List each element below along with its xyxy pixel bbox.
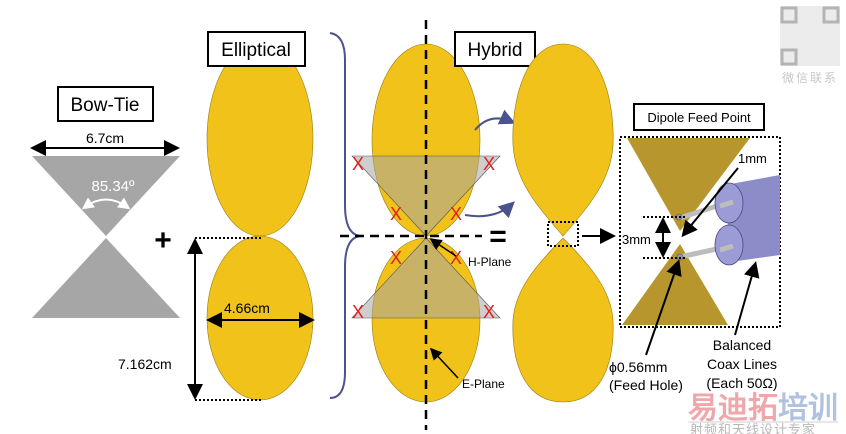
x-mark: X	[352, 302, 364, 322]
brand-blue-text: 培训	[778, 391, 838, 425]
gap-1mm-label: 1mm	[738, 151, 767, 166]
coax-label-line2: Coax Lines	[707, 356, 777, 372]
coax-center-conductor	[719, 199, 734, 209]
ellipse-height-label: 7.162cm	[118, 356, 172, 372]
feed-zoom-box	[547, 221, 579, 247]
bowtie-bottom-triangle	[32, 238, 180, 318]
result-bottom-petal	[512, 237, 614, 403]
brand-red-text: 易迪拓	[688, 392, 778, 425]
x-mark: X	[390, 248, 402, 268]
x-mark: X	[483, 302, 495, 322]
bowtie-width-label: 6.7cm	[86, 130, 124, 146]
hybrid-result-shape	[512, 43, 616, 403]
hybrid-section: Hybrid X X X X X X X X H-Plane E-Plane	[340, 20, 536, 430]
bowtie-top-triangle	[32, 156, 180, 236]
x-mark: X	[450, 248, 462, 268]
coax-label-line3: (Each 50Ω)	[706, 375, 777, 391]
coax-label-line1: Balanced	[713, 337, 771, 353]
qr-finder	[822, 6, 840, 24]
x-mark: X	[450, 204, 462, 224]
angle-arc-arrow	[81, 197, 131, 210]
elliptical-title: Elliptical	[221, 40, 291, 61]
elliptical-title-box	[207, 31, 306, 67]
bowtie-angle-label: 85.34º	[91, 178, 135, 195]
curved-arrow-top	[474, 109, 516, 131]
qr-finder	[780, 48, 798, 66]
feed-bottom-triangle	[622, 244, 728, 325]
hybrid-title-box	[454, 31, 536, 67]
bowtie-title: Bow-Tie	[71, 95, 140, 116]
x-mark: X	[483, 154, 495, 174]
brand-watermark: 易迪拓 培训 射频和天线设计专家	[688, 391, 838, 434]
coax-arrow	[734, 261, 760, 336]
brand-tagline: 射频和天线设计专家	[690, 422, 816, 434]
coax-center-conductor	[719, 243, 734, 253]
feed-hole-label: (Feed Hole)	[609, 377, 683, 393]
e-plane-label: E-Plane	[462, 377, 505, 391]
ellipse-top	[206, 41, 314, 237]
feed-detail-box	[619, 136, 781, 328]
bowtie-title-box	[57, 86, 154, 122]
hybrid-title: Hybrid	[468, 40, 523, 61]
equals-sign: =	[489, 220, 507, 253]
result-top-petal	[512, 43, 614, 237]
plus-sign: +	[154, 224, 172, 257]
feed-point-title: Dipole Feed Point	[647, 110, 751, 125]
feed-point-title-box	[633, 103, 765, 131]
curved-arrow-mid	[464, 201, 515, 219]
removed-region-marks: X X X X X X X X	[352, 154, 495, 322]
h-plane-pointer	[429, 238, 457, 257]
x-mark: X	[390, 204, 402, 224]
feed-hole-size-label: ϕ0.56mm	[609, 359, 667, 375]
curly-brace	[329, 32, 363, 399]
elliptical-section: Elliptical 7.162cm 4.66cm	[118, 31, 315, 401]
e-plane-pointer	[429, 347, 459, 379]
x-mark: X	[352, 154, 364, 174]
qr-watermark: 微信联系	[780, 6, 840, 85]
gap-3mm-label: 3mm	[622, 232, 651, 247]
bowtie-section: Bow-Tie 6.7cm 85.34º	[30, 86, 180, 318]
gap-1mm-arrow	[681, 167, 739, 238]
ellipse-bottom	[206, 235, 314, 401]
qr-code-icon	[780, 6, 840, 66]
qr-finder	[780, 6, 798, 24]
h-plane-label: H-Plane	[468, 255, 512, 269]
ellipse-width-label: 4.66cm	[224, 300, 270, 316]
feed-top-triangle	[627, 138, 750, 231]
feed-point-section: Dipole Feed Point 3mm 1mm ϕ0.56mm (Feed …	[609, 103, 781, 393]
feed-hole-arrow	[645, 259, 682, 356]
qr-caption: 微信联系	[782, 71, 838, 85]
